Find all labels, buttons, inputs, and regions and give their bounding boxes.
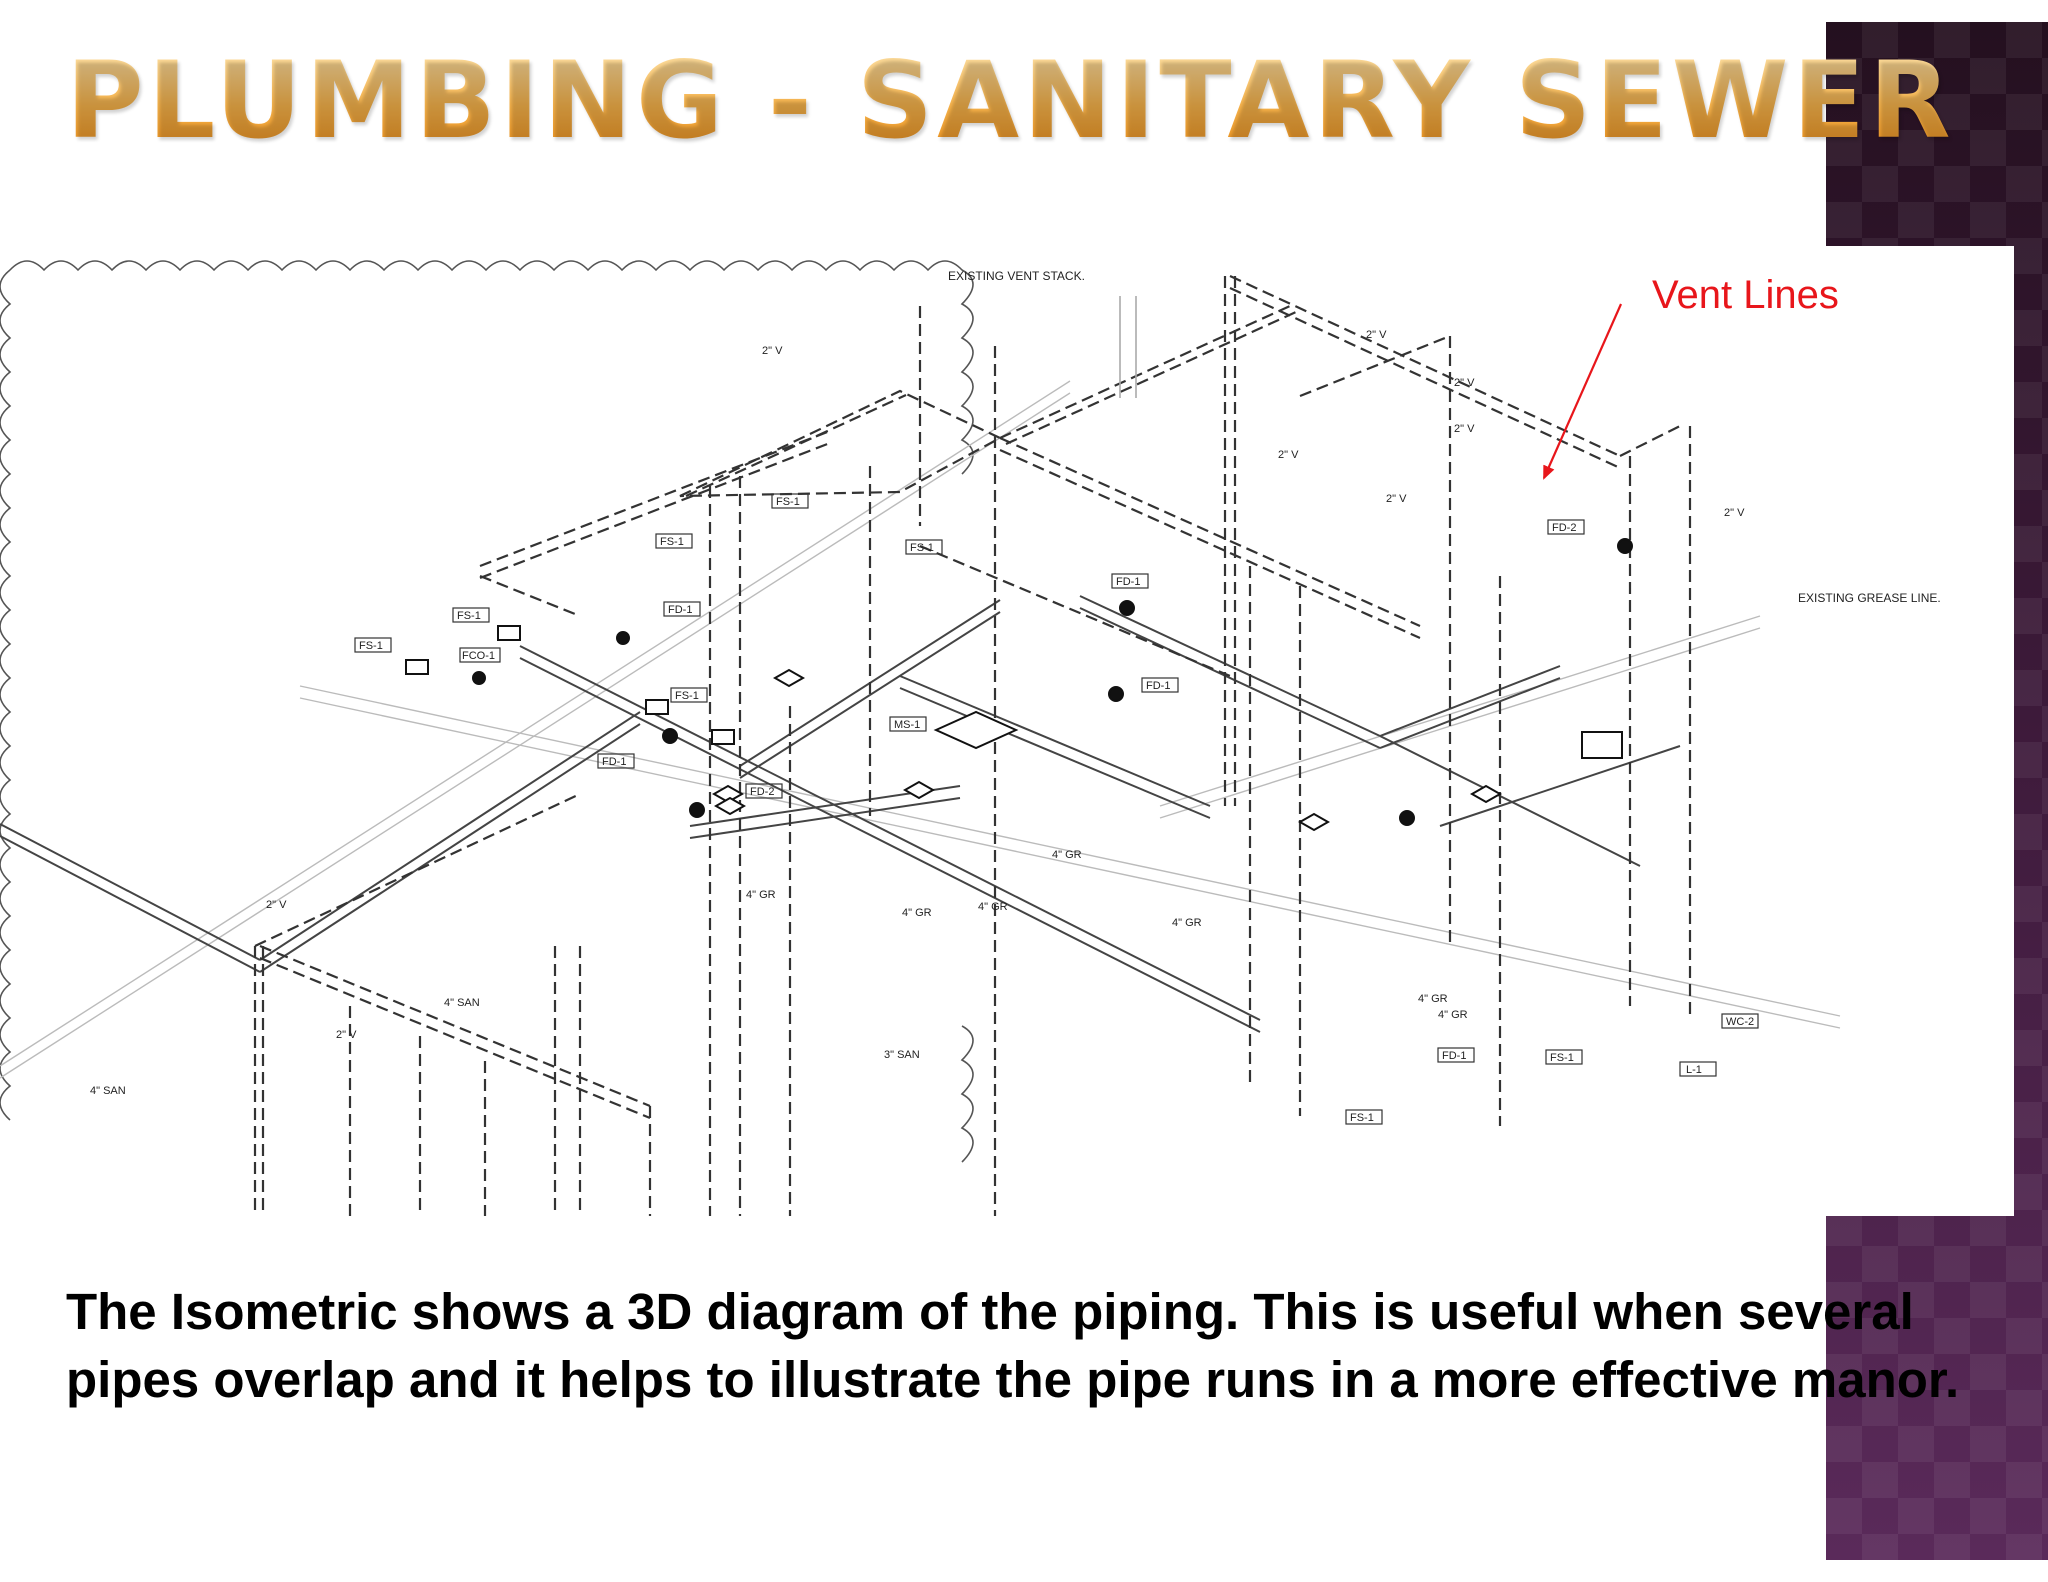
tag-fd-2: FD-2 — [750, 786, 774, 798]
vent-piping — [253, 275, 1692, 1216]
tag-fs-1: FS-1 — [359, 640, 383, 652]
floor-sink-symbol — [405, 659, 429, 675]
floor-drain-symbol — [1617, 538, 1633, 554]
tag-fs-1: FS-1 — [660, 536, 684, 548]
floor-sink-symbol — [772, 668, 806, 688]
callout-grease-size: 4" GR — [1418, 993, 1448, 1005]
sanitary-piping — [0, 595, 1681, 1033]
existing-grease-line — [0, 380, 1841, 1079]
tag-l-1: L-1 — [1686, 1064, 1702, 1076]
tag-fd-1: FD-1 — [1146, 680, 1170, 692]
floor-drain-symbol — [472, 671, 486, 685]
tag-fs-1: FS-1 — [910, 542, 934, 554]
callout-san-size: 4" SAN — [444, 997, 480, 1009]
callout-existing-grease-line: EXISTING GREASE LINE. — [1798, 591, 1941, 605]
callout-vent-size: 2" V — [1386, 493, 1407, 505]
existing-vent-stack — [1119, 296, 1137, 398]
callout-existing-vent-stack: EXISTING VENT STACK. — [948, 269, 1085, 283]
callout-vent-size: 2" V — [266, 899, 287, 911]
revision-cloud — [0, 260, 974, 1163]
tag-fs-1: FS-1 — [675, 690, 699, 702]
tag-fs-1: FS-1 — [457, 610, 481, 622]
tag-fs-1: FS-1 — [1350, 1112, 1374, 1124]
callout-grease-size: 4" GR — [1172, 917, 1202, 929]
callout-grease-size: 4" GR — [746, 889, 776, 901]
floor-sink-symbol — [497, 625, 521, 641]
callout-san-size: 3" SAN — [884, 1049, 920, 1061]
floor-sink-symbol — [713, 796, 747, 816]
callout-san-size: 4" SAN — [90, 1085, 126, 1097]
tag-fs-1: FS-1 — [1550, 1052, 1574, 1064]
vent-lines-arrow — [1542, 303, 1623, 480]
floor-sink-symbol — [1297, 812, 1331, 832]
tag-fd-1: FD-1 — [1442, 1050, 1466, 1062]
floor-drain-symbol — [1119, 600, 1135, 616]
floor-drain-symbol — [1108, 686, 1124, 702]
tag-fs-1: FS-1 — [776, 496, 800, 508]
callout-vent-size: 2" V — [1366, 329, 1387, 341]
floor-drain-symbol — [689, 802, 705, 818]
tag-fd-1: FD-1 — [668, 604, 692, 616]
floor-sink-symbol — [645, 699, 669, 715]
floor-sink-symbol — [1469, 784, 1503, 804]
tag-fd-1: FD-1 — [602, 756, 626, 768]
callout-vent-size: 2" V — [1454, 423, 1475, 435]
isometric-piping-diagram: EXISTING VENT STACK. EXISTING GREASE LIN… — [0, 260, 1941, 1216]
floor-drain-symbol — [662, 728, 678, 744]
slide-title: PLUMBING - SANITARY SEWER — [66, 39, 1955, 162]
floor-sink-symbol — [711, 729, 735, 745]
floor-drain-symbol — [616, 631, 630, 645]
fixture-symbols — [405, 538, 1633, 832]
tag-wc-2: WC-2 — [1726, 1016, 1754, 1028]
callout-vent-size: 2" V — [762, 345, 783, 357]
callout-vent-size: 2" V — [1724, 507, 1745, 519]
floor-sink-symbol — [711, 784, 745, 804]
tag-fd-1: FD-1 — [1116, 576, 1140, 588]
tag-ms-1: MS-1 — [894, 719, 920, 731]
callout-grease-size: 4" GR — [1052, 849, 1082, 861]
tag-fco-1: FCO-1 — [462, 650, 495, 662]
callout-grease-size: 4" GR — [902, 907, 932, 919]
floor-sink-symbol — [902, 780, 936, 800]
callout-vent-size: 2" V — [1454, 377, 1475, 389]
fixture-tag-boxes — [354, 493, 1759, 1125]
vent-lines-annotation: Vent Lines — [1652, 273, 1839, 317]
callout-grease-size: 4" GR — [978, 901, 1008, 913]
tag-fd-2: FD-2 — [1552, 522, 1576, 534]
floor-drain-symbol — [1399, 810, 1415, 826]
slide-caption: The Isometric shows a 3D diagram of the … — [66, 1283, 1960, 1408]
callout-vent-size: 2" V — [1278, 449, 1299, 461]
callout-vent-size: 2" V — [336, 1029, 357, 1041]
mop-sink-symbol — [933, 710, 1019, 750]
callout-grease-size: 4" GR — [1438, 1009, 1468, 1021]
water-closet-symbol — [1581, 731, 1623, 759]
isometric-drawing-panel: EXISTING VENT STACK. EXISTING GREASE LIN… — [0, 246, 2014, 1216]
